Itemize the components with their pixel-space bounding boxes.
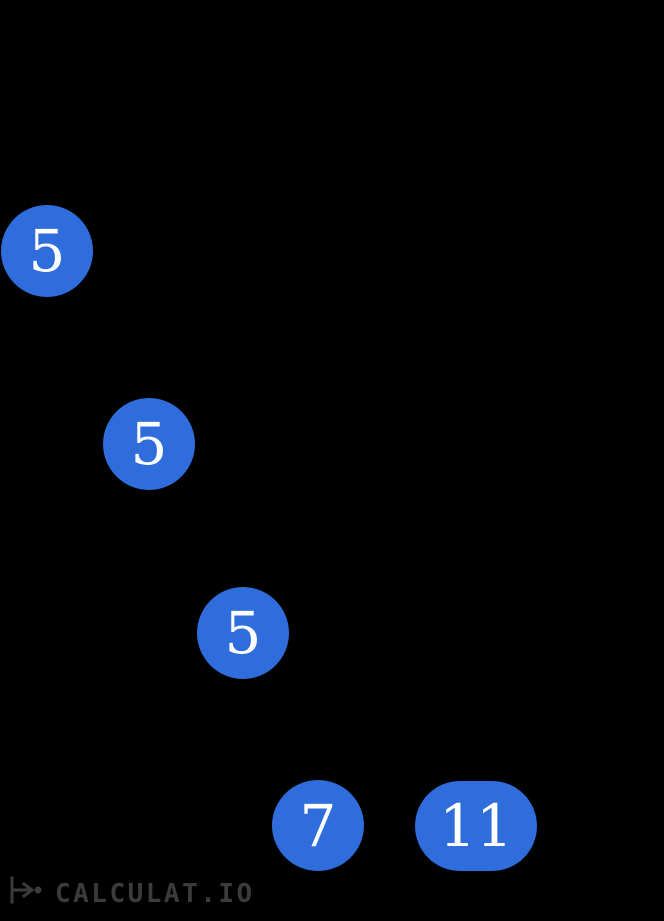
calculatio-branch-icon (8, 876, 48, 909)
factor-node: 5 (103, 398, 195, 490)
factor-node: 5 (197, 587, 289, 679)
factor-node: 5 (1, 205, 93, 297)
factor-node: 11 (415, 781, 537, 871)
factor-node: 7 (272, 780, 364, 871)
logo-text: CALCULAT.IO (55, 878, 255, 909)
logo: CALCULAT.IO (8, 876, 255, 909)
